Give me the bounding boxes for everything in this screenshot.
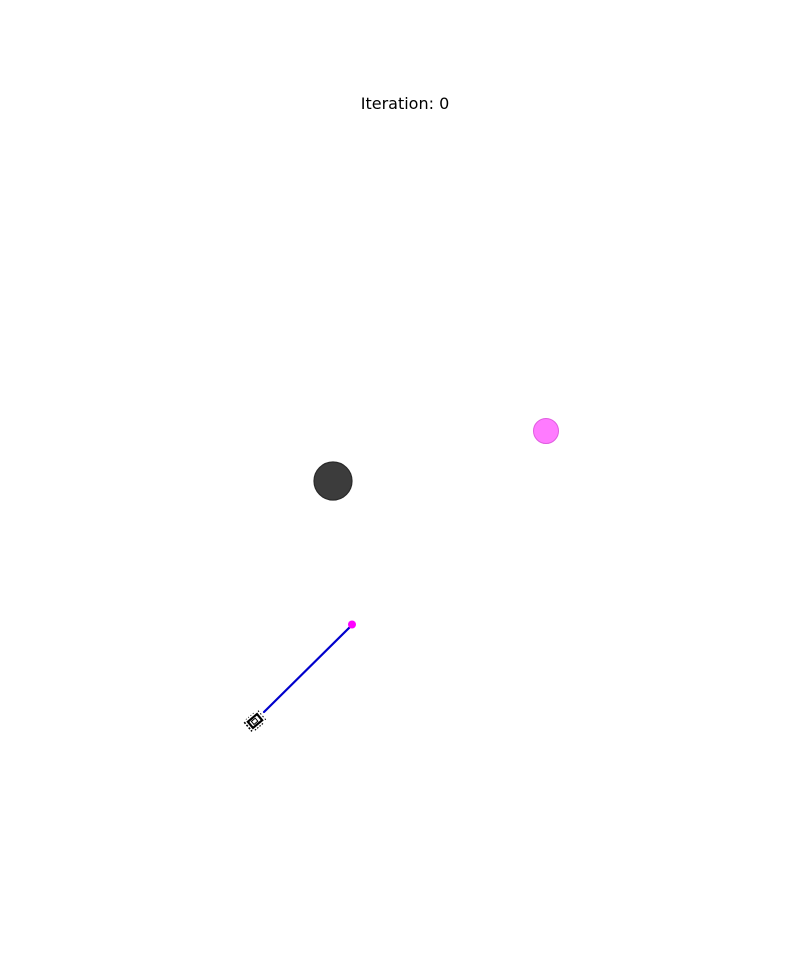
iteration-counter: Iteration: 0 xyxy=(361,94,450,113)
trajectory-line xyxy=(262,623,354,714)
robot-icon xyxy=(243,710,267,732)
waypoint-dot xyxy=(348,620,356,629)
obstacle xyxy=(313,461,353,501)
goal-marker xyxy=(533,418,559,444)
